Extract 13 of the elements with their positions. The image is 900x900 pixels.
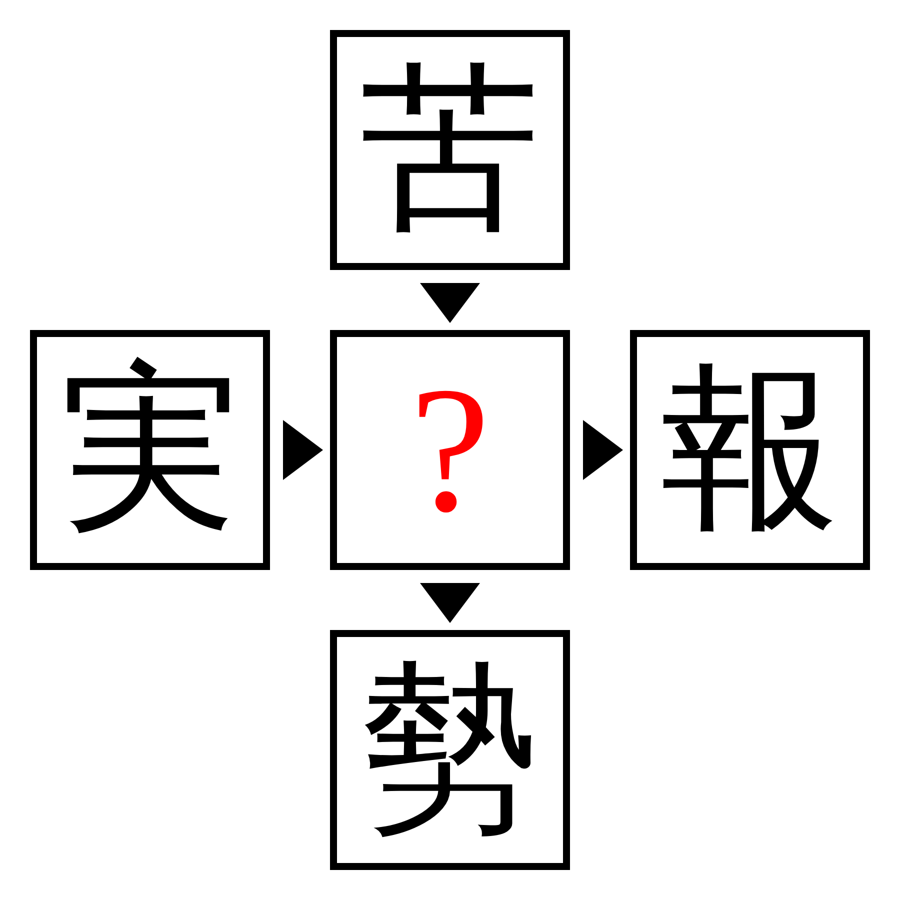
question-mark: ? — [410, 360, 490, 540]
arrow — [420, 283, 480, 323]
character-box — [330, 330, 570, 570]
character-box — [30, 330, 270, 570]
arrow — [583, 420, 623, 480]
arrow — [283, 420, 323, 480]
character-box — [630, 330, 870, 570]
arrow — [420, 583, 480, 623]
kanji-character: 勢 — [360, 660, 540, 840]
kanji-character: 報 — [660, 360, 840, 540]
character-box — [330, 630, 570, 870]
kanji-character: 苦 — [360, 60, 540, 240]
character-box — [330, 30, 570, 270]
